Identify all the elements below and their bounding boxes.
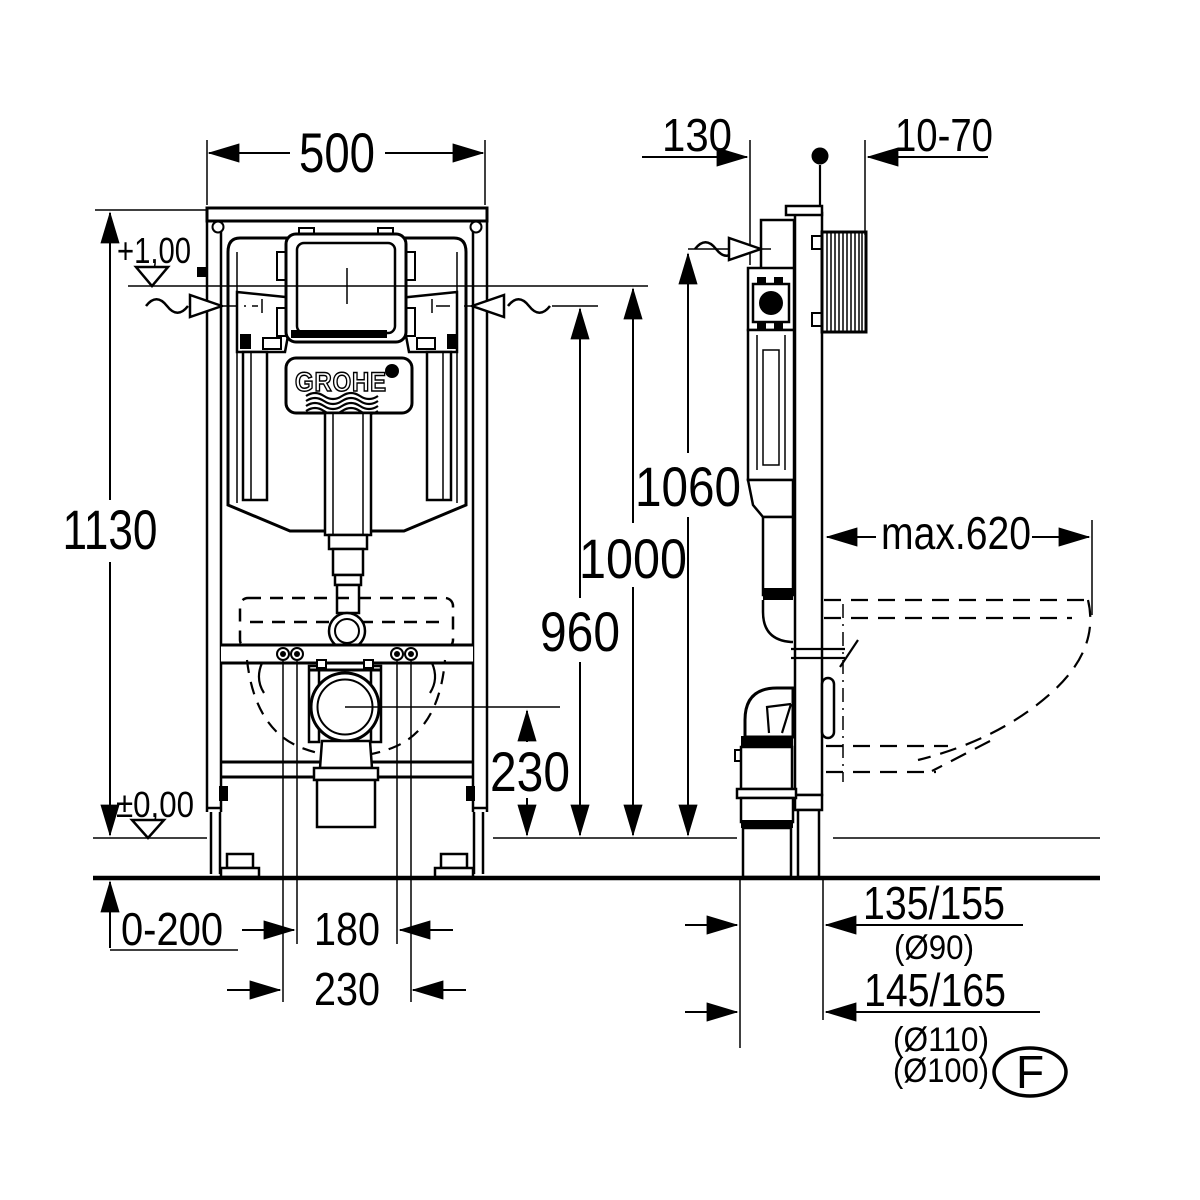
level-mark-floor: ±0,00 (116, 784, 194, 840)
dim-outlet-b: 145/165 (Ø110) (Ø100) (685, 964, 1040, 1090)
soil-pipe-side (734, 686, 798, 879)
front-view: GROHE (197, 206, 489, 879)
water-supply-side-icon (694, 236, 776, 262)
dim-bolts-230: 230 (227, 963, 466, 1015)
wall-reference-dot (811, 147, 829, 206)
dim-top-1060: 1060 (635, 248, 741, 837)
dim-bolts-180: 180 (242, 903, 453, 955)
level-top-label: +1,00 (117, 230, 191, 271)
dim-outlet-b-dia1-label: (Ø110) (893, 1021, 989, 1059)
reference-lines (93, 285, 1100, 881)
logo-waves-icon (305, 391, 379, 416)
dim-rod-range: 10-70 (864, 109, 993, 235)
flush-plate (240, 227, 458, 350)
dim-outlet-a-dia-label: (Ø90) (894, 929, 974, 967)
dim-width-label: 500 (299, 121, 375, 184)
dim-960-label: 960 (540, 600, 620, 663)
dim-230-label: 230 (314, 963, 380, 1015)
dim-depth-label: 130 (662, 109, 732, 161)
brand-logo: GROHE (284, 356, 414, 416)
dim-height-1130: 1130 (63, 209, 207, 837)
wc-bowl-outline-side (824, 598, 1092, 782)
dim-bowl-depth: max.620 (825, 507, 1093, 615)
side-view (734, 147, 1092, 879)
dimensions-front: 500 1130 +1,00 ±0,00 (63, 121, 742, 1015)
variant-badge-label: F (1016, 1046, 1044, 1098)
dim-plate-1000: 1000 (579, 287, 687, 837)
frame-structure (197, 206, 489, 812)
dim-outlet-a-label: 135/155 (863, 877, 1005, 929)
dim-floor-range-label: 0-200 (121, 903, 223, 955)
dim-outlet-a: 135/155 (Ø90) (685, 877, 1023, 1048)
level-triangle-icon (133, 265, 171, 288)
dim-width-500: 500 (206, 121, 486, 205)
water-supply-left-icon (145, 293, 263, 319)
variant-badge: F (992, 1046, 1068, 1098)
dim-rod-range-label: 10-70 (895, 109, 993, 161)
flush-pipe (323, 411, 373, 615)
dimensions-side: 130 10-70 max.620 135/155 (Ø90) (642, 109, 1093, 1098)
cistern-side-profile (746, 218, 796, 644)
dim-1000-label: 1000 (579, 527, 687, 590)
level-mark-top: +1,00 (117, 230, 191, 288)
dim-bowl-depth-label: max.620 (881, 507, 1031, 559)
dim-floor-range: 0-200 (100, 880, 238, 955)
dim-outlet-230: 230 (345, 706, 570, 837)
bolt-extension-lines (282, 660, 412, 1002)
dim-outlet-height-label: 230 (490, 740, 570, 803)
frame-feet (207, 786, 487, 879)
rail-marker (197, 267, 208, 277)
brand-logo-text: GROHE (295, 367, 387, 397)
water-supply-right-icon (431, 293, 598, 319)
logo-dot-icon (385, 364, 399, 378)
dim-1060-label: 1060 (635, 455, 741, 518)
dim-outlet-b-label: 145/165 (864, 964, 1006, 1016)
drain-outlet (307, 659, 383, 829)
level-triangle-icon (129, 818, 167, 840)
side-rail (784, 204, 836, 879)
dim-outlet-b-dia2-label: (Ø100) (893, 1052, 989, 1090)
dim-supply-960: 960 (540, 307, 620, 837)
dim-180-label: 180 (314, 903, 380, 955)
dim-height-label: 1130 (63, 498, 158, 561)
level-floor-label: ±0,00 (116, 784, 194, 825)
wall-anchor-block (811, 230, 868, 334)
